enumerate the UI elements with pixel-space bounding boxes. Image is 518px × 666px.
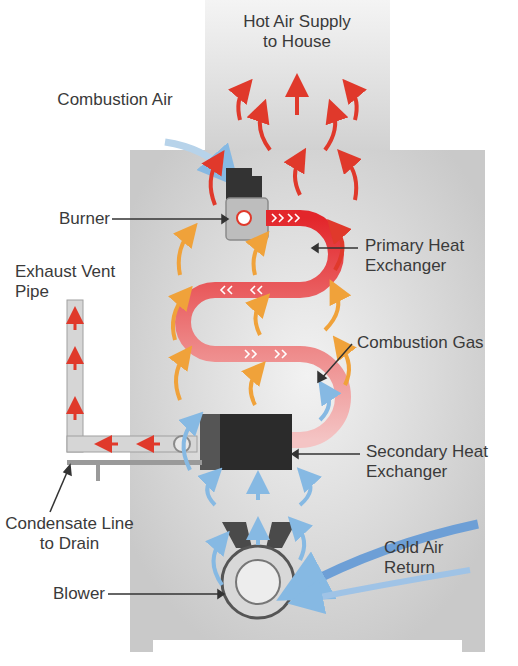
air-flow-arrows-orange (173, 232, 349, 405)
supply-label: Hot Air Supply to House (242, 12, 352, 52)
part-label: Condensate Line to Drain (2, 514, 137, 554)
exhaust-pipe-vertical (67, 300, 83, 452)
part-label: Primary Heat Exchanger (365, 236, 510, 276)
part-label: Blower (20, 584, 105, 604)
secondary-heat-exchanger (200, 414, 292, 470)
gas-flow-chevrons (221, 214, 299, 358)
blower-inlet (222, 522, 296, 548)
burner-box (226, 198, 268, 240)
air-flow-arrows-blue (184, 390, 329, 585)
cold-air-arrow (300, 524, 478, 588)
condensate-line (67, 460, 202, 465)
burner-flame (237, 211, 251, 225)
exhaust-flow-arrows (75, 315, 160, 444)
part-label: Combustion Gas (357, 333, 512, 353)
condensate-drop (96, 465, 100, 481)
primary-heat-exchanger-tube (183, 218, 343, 440)
part-label: Burner (10, 209, 110, 229)
secondary-hx-face (200, 414, 220, 470)
return-label: Cold Air Return (384, 538, 474, 578)
furnace-cabinet (130, 150, 485, 652)
inlet-label: Combustion Air (55, 90, 175, 110)
exhaust-pipe-horizontal (67, 436, 197, 452)
air-inlet-housing (226, 168, 262, 200)
part-label: Secondary Heat Exchanger (366, 442, 511, 482)
supply-column (205, 0, 390, 160)
blower-housing (222, 546, 294, 618)
part-label: Exhaust Vent Pipe (15, 262, 135, 302)
blower-wheel (236, 560, 280, 604)
air-flow-arrows-red (211, 85, 357, 270)
combustion-air-arrow (165, 142, 226, 172)
